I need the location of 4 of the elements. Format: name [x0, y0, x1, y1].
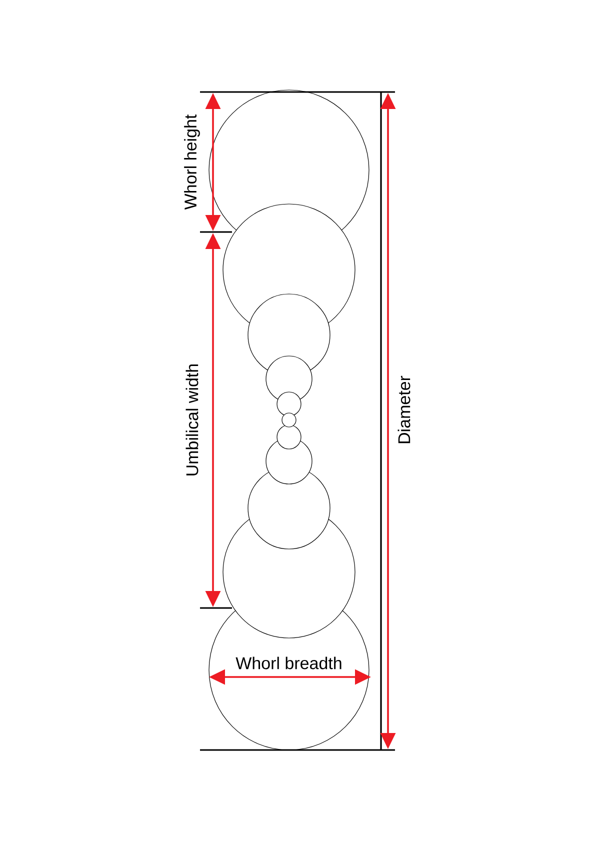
dimension-label: Whorl breadth [236, 656, 342, 670]
dimension-label: Umbilical width [186, 364, 198, 476]
dimension-label: Whorl height [184, 114, 200, 210]
dimension-label: Diameter [398, 376, 410, 444]
